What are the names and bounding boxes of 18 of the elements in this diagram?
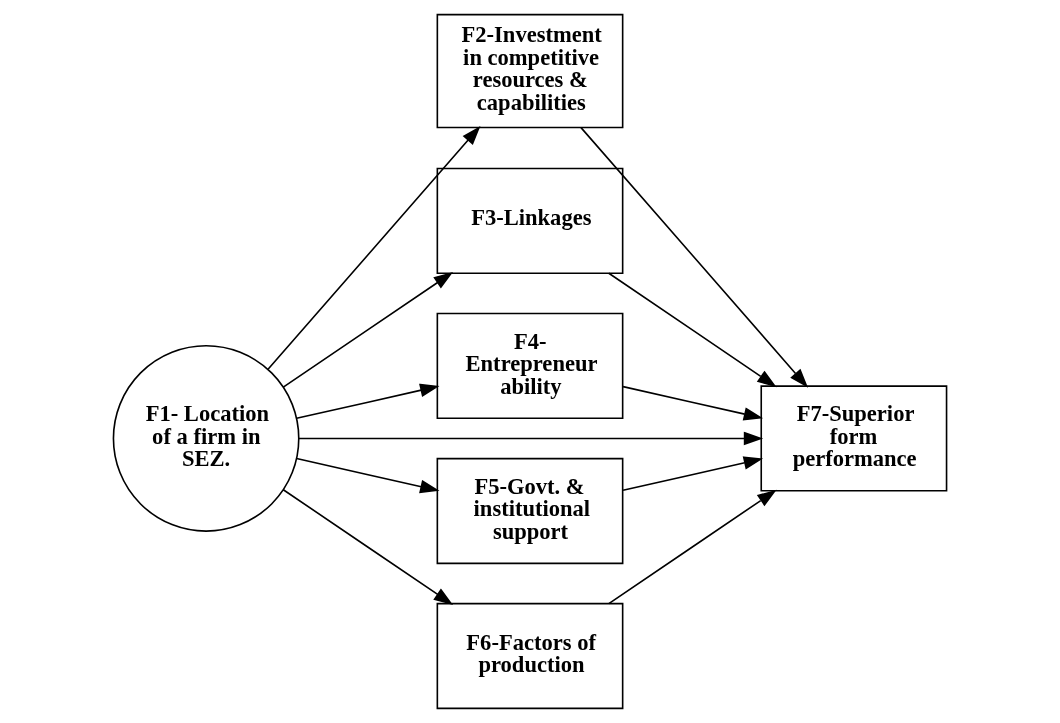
node-circle: F1- Location of a firm in SEZ.	[112, 345, 300, 532]
node-box: F5-Govt. & institutional support	[436, 457, 624, 565]
arrow	[282, 272, 454, 388]
arrow	[622, 456, 764, 492]
arrow	[282, 488, 454, 605]
node-box: F2-Investment in competitive resources & capabilities	[436, 13, 624, 129]
arrow	[298, 431, 764, 446]
arrow	[267, 125, 481, 371]
node-box: F7-Superior form performance	[760, 385, 948, 492]
arrow	[608, 272, 777, 388]
arrow	[295, 457, 440, 494]
node-box: F3-Linkages	[436, 167, 624, 275]
arrow	[580, 126, 809, 388]
arrow	[608, 489, 777, 605]
arrow	[622, 385, 764, 421]
node-box: F6-Factors of production	[436, 602, 624, 710]
node-box: F4- Entrepreneur ability	[436, 312, 624, 420]
arrow	[295, 383, 440, 420]
